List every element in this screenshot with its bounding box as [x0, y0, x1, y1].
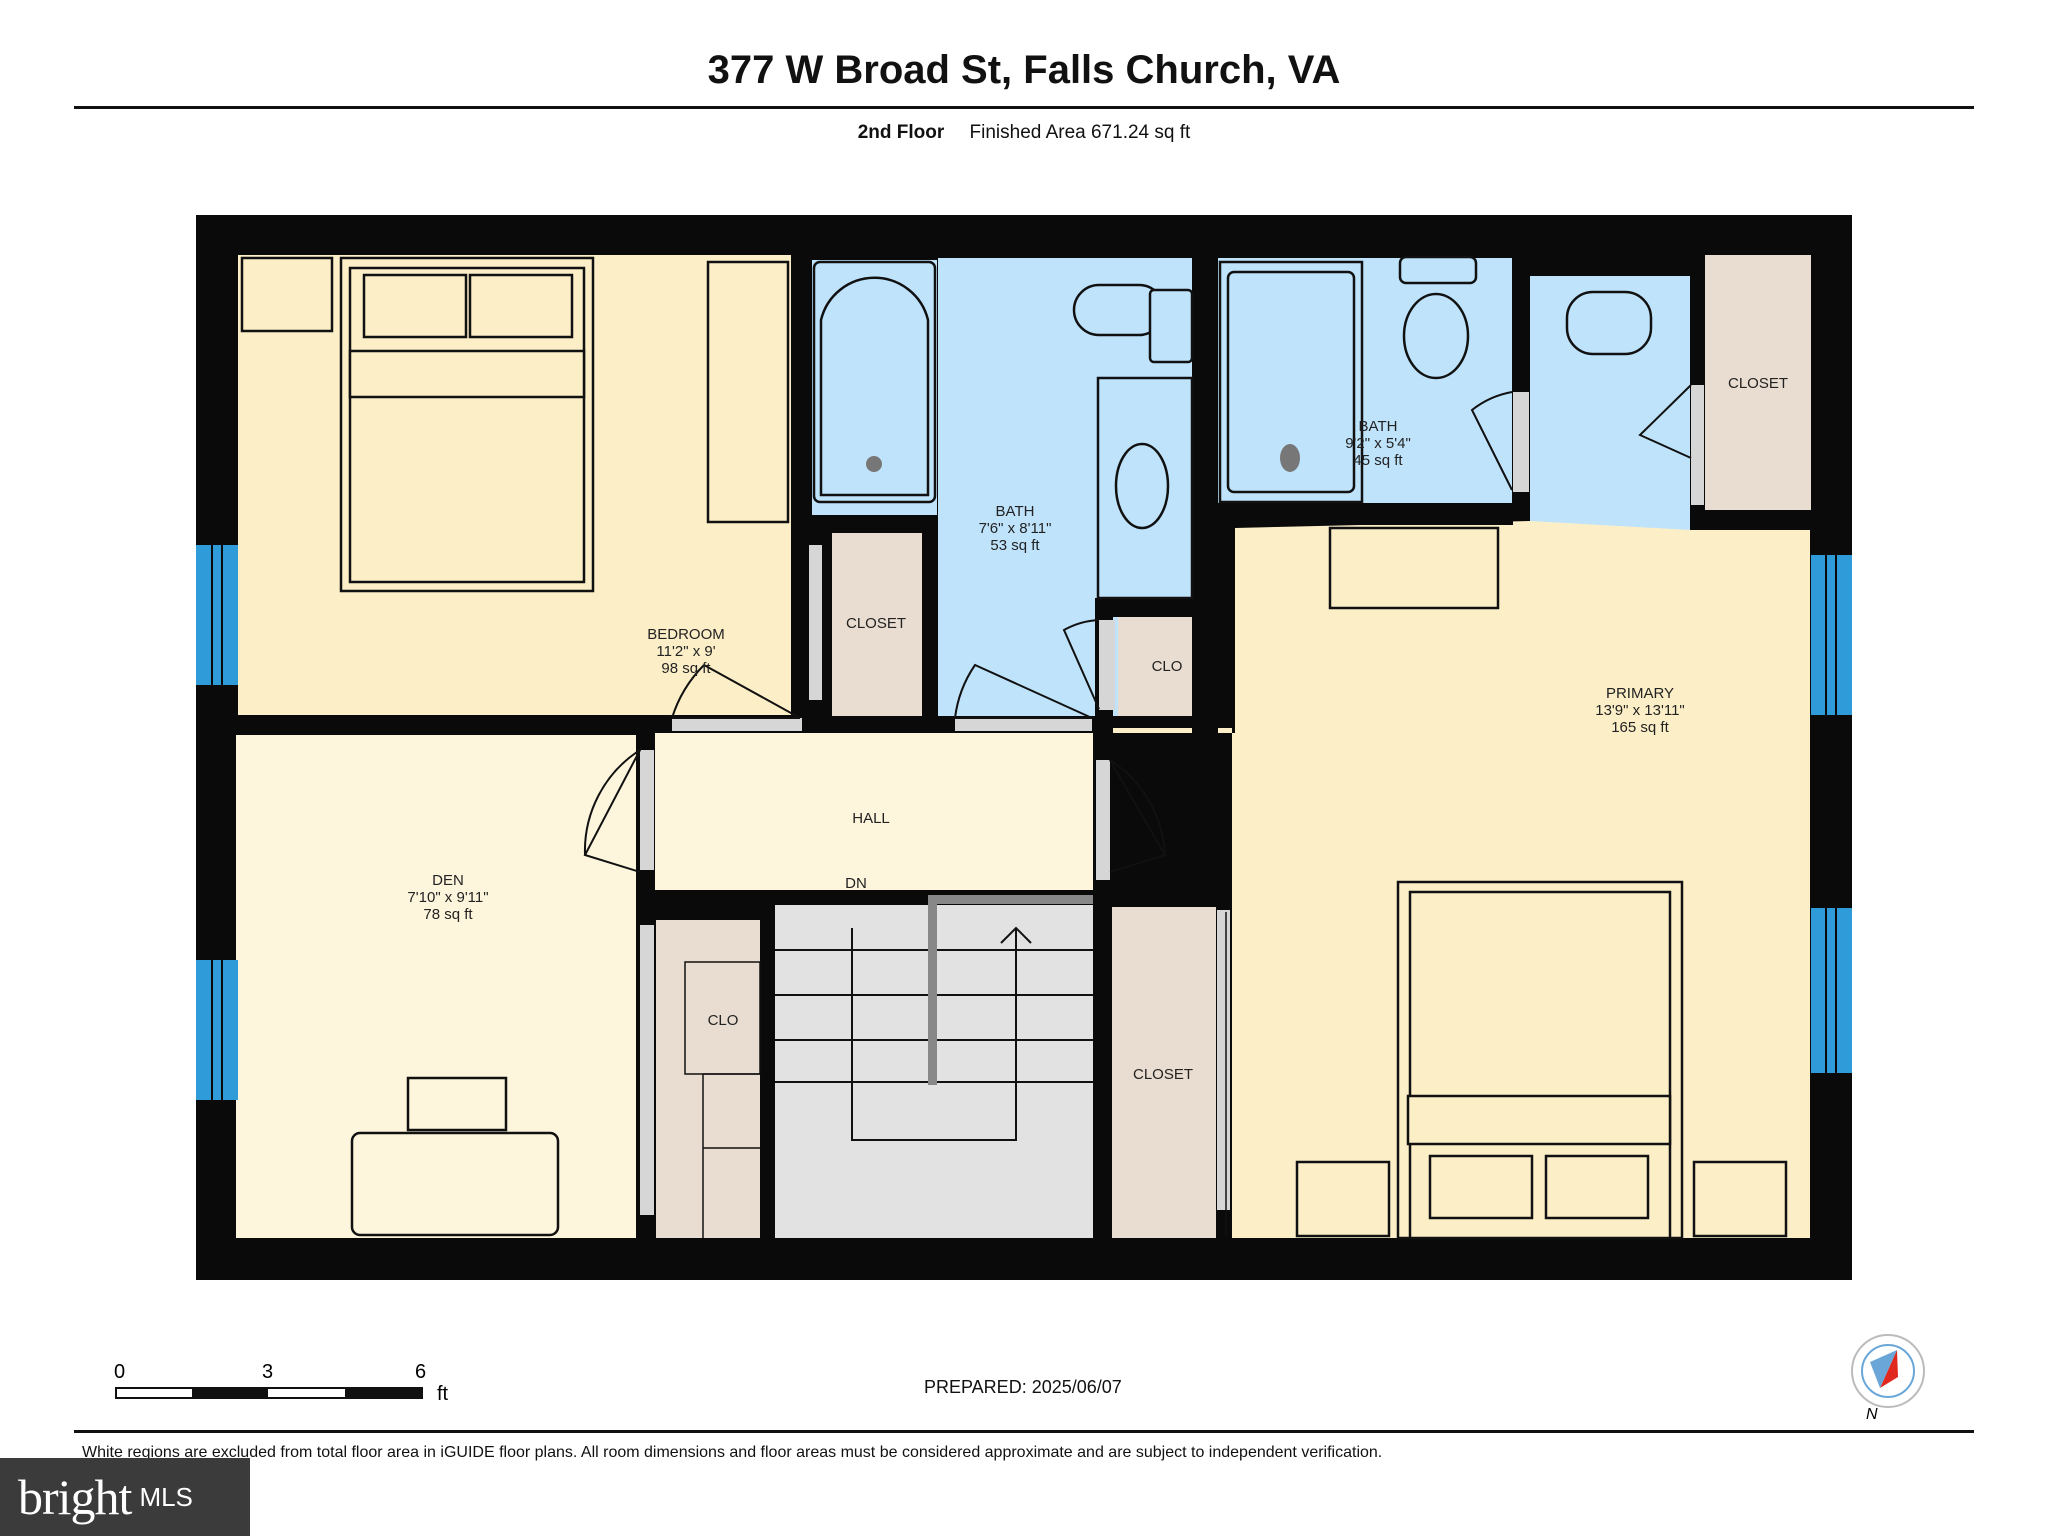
room-labels: BEDROOM 11'2" x 9' 98 sq ft BATH 7'6" x …	[407, 375, 1788, 1083]
hall-name: HALL	[852, 810, 890, 827]
bedroom-area: 98 sq ft	[661, 660, 711, 677]
scale-bar: 0 6 3 6 ft	[114, 1361, 449, 1405]
bath2-fixtures	[1218, 255, 1653, 504]
window-primary-upper	[1811, 555, 1852, 715]
door-swings	[583, 384, 1692, 873]
bright-mls-logo: bright MLS	[0, 1458, 250, 1536]
nightstand-icon	[1295, 1160, 1391, 1238]
finished-area: Finished Area 671.24 sq ft	[969, 122, 1191, 143]
logo-suffix: MLS	[139, 1481, 193, 1512]
primary-area: 165 sq ft	[1611, 719, 1669, 736]
footer-divider	[74, 1430, 1974, 1433]
chair-icon	[406, 1076, 508, 1132]
primary-door[interactable]	[1096, 760, 1110, 880]
window-mullions	[211, 545, 1837, 1100]
den-area: 78 sq ft	[423, 906, 473, 923]
window-den	[196, 960, 238, 1100]
bath1-name: BATH	[996, 503, 1035, 520]
primary-furniture	[1295, 526, 1788, 1240]
prepared-date: PREPARED: 2025/06/07	[924, 1377, 1122, 1397]
disclaimer: White regions are excluded from total fl…	[82, 1444, 1383, 1461]
clo-bath-door[interactable]	[1099, 620, 1115, 710]
wall-closet-top2	[1093, 890, 1231, 907]
desk-icon	[350, 1131, 560, 1237]
clo-hall-label: CLO	[708, 1012, 739, 1029]
closet-primary-top-floor	[1705, 255, 1811, 510]
closet-primary-side-floor	[1112, 907, 1216, 1238]
wall-closet-top	[812, 515, 938, 533]
wall-bath1-bath2	[1192, 255, 1218, 735]
scale-unit: ft	[437, 1383, 449, 1405]
compass-icon: N	[1851, 1334, 1925, 1423]
nightstand-icon-2	[1692, 1160, 1788, 1238]
bath2-dims: 9'2" x 5'4"	[1345, 435, 1411, 452]
floor-name: 2nd Floor	[857, 122, 945, 143]
wall-closet-bath	[922, 515, 938, 715]
bath2-name: BATH	[1359, 418, 1398, 435]
clo-hall-floor	[656, 920, 760, 1238]
scale-label-6: 6	[415, 1361, 426, 1383]
stair-rail	[928, 895, 1093, 904]
toilet-icon-2	[1398, 255, 1478, 285]
closet-primary-side-door[interactable]	[1217, 910, 1230, 1210]
den-dims: 7'10" x 9'11"	[407, 889, 488, 906]
bath1-area: 53 sq ft	[990, 537, 1040, 554]
bath2-area: 45 sq ft	[1353, 452, 1403, 469]
hall-floor	[655, 733, 1093, 890]
wall-clo-top	[1101, 598, 1231, 617]
clo-bath-label: CLO	[1152, 658, 1183, 675]
wall-hall-clo-top	[655, 890, 775, 920]
stair-rail-post	[928, 895, 937, 1085]
dresser-icon	[706, 260, 790, 524]
closet-primary-side-label: CLOSET	[1133, 1066, 1193, 1083]
scale-label-mid: 3	[262, 1361, 273, 1383]
closet-shelves	[684, 912, 1227, 1238]
closet-primary-top-label: CLOSET	[1728, 375, 1788, 392]
bath1-fixtures	[812, 260, 1194, 600]
floor-subtitle: 2nd Floor Finished Area 671.24 sq ft	[0, 122, 2048, 144]
wall-stairs-closet	[1093, 890, 1112, 1238]
closet-bedroom-door[interactable]	[809, 545, 822, 700]
primary-name: PRIMARY	[1606, 685, 1674, 702]
wall-bedroom-den	[236, 715, 656, 733]
title-divider	[74, 106, 1974, 109]
window-bedroom	[196, 545, 238, 685]
bedroom-name: BEDROOM	[647, 626, 725, 643]
wall-bath2-primary	[1218, 503, 1513, 525]
bedroom-door[interactable]	[672, 718, 802, 731]
den-furniture	[350, 1076, 560, 1237]
scale-label-0: 0	[114, 1361, 125, 1383]
window-primary-lower	[1811, 908, 1852, 1073]
closet-primary-top-door[interactable]	[1691, 385, 1704, 505]
closet-bedroom-label: CLOSET	[846, 615, 906, 632]
bath1-dims: 7'6" x 8'11"	[979, 520, 1052, 537]
bedroom-dims: 11'2" x 9'	[656, 643, 715, 660]
den-name: DEN	[432, 872, 464, 889]
logo-brand: bright	[18, 1469, 132, 1525]
wall-clo-stairs	[760, 890, 775, 1238]
sink-icon	[1565, 290, 1653, 356]
bedroom-furniture	[240, 256, 790, 593]
dresser-icon-2	[1328, 526, 1500, 610]
stairs-label: DN	[845, 875, 867, 892]
compass-label: N	[1866, 1406, 1878, 1423]
wall-bedroom-bath	[791, 255, 812, 715]
bath2-door[interactable]	[1513, 392, 1529, 492]
den-door[interactable]	[640, 750, 654, 870]
closet-bedroom-floor	[832, 533, 922, 716]
clo-hall-door[interactable]	[640, 925, 654, 1215]
primary-dims: 13'9" x 13'11"	[1595, 702, 1685, 719]
page-title: 377 W Broad St, Falls Church, VA	[707, 48, 1341, 92]
bath1-door[interactable]	[955, 718, 1092, 731]
